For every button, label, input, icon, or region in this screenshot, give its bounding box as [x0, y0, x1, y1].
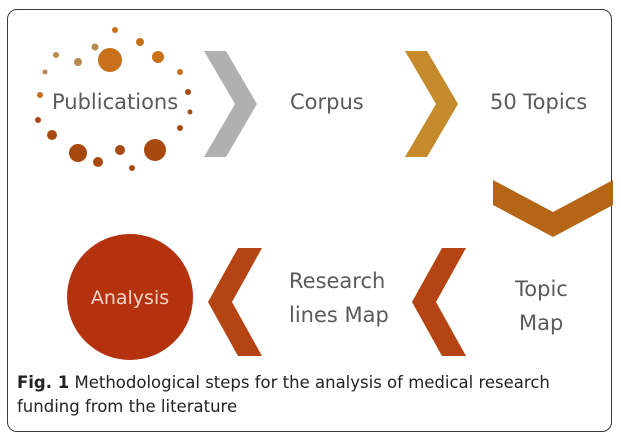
analysis-circle	[67, 234, 193, 360]
decorative-dot	[177, 69, 183, 75]
decorative-dot	[91, 43, 99, 51]
figure-frame	[7, 9, 612, 432]
arrow-research-lines-to-analysis	[208, 248, 262, 356]
decorative-dot	[69, 144, 87, 162]
figure-caption-text: Methodological steps for the analysis of…	[17, 373, 550, 416]
step-corpus: Corpus	[290, 90, 364, 114]
arrow-topic-map-to-research-lines	[412, 248, 466, 356]
decorative-dot	[136, 38, 144, 46]
arrow-topics-to-topic-map	[493, 180, 613, 237]
step-topic-map-line2: Map	[519, 311, 564, 335]
step-research-lines-map-line1: Research	[289, 269, 386, 293]
decorative-dot	[37, 92, 43, 98]
decorative-dot	[115, 145, 125, 155]
decorative-dot	[74, 58, 82, 66]
decorative-dot	[42, 69, 48, 75]
decorative-dot	[53, 52, 59, 58]
step-research-lines-map-line2: lines Map	[289, 303, 389, 327]
decorative-dot	[187, 109, 193, 115]
step-topic-map-line1: Topic	[515, 277, 568, 301]
decorative-dot	[129, 165, 135, 171]
decorative-dot	[47, 130, 57, 140]
decorative-dot	[112, 27, 118, 33]
arrow-publications-to-corpus	[204, 51, 257, 157]
figure-caption: Fig. 1 Methodological steps for the anal…	[17, 371, 602, 419]
decorative-dot	[152, 51, 164, 63]
step-50-topics: 50 Topics	[490, 90, 588, 114]
decorative-dot	[144, 139, 166, 161]
decorative-dot	[35, 117, 41, 123]
figure-label: Fig. 1	[17, 373, 70, 392]
step-publications: Publications	[52, 90, 179, 114]
arrow-corpus-to-topics	[405, 51, 458, 157]
decorative-dot	[98, 48, 122, 72]
analysis-label: Analysis	[91, 287, 169, 309]
publications-dot-cloud	[35, 27, 193, 171]
decorative-dot	[185, 89, 191, 95]
decorative-dot	[177, 125, 183, 131]
decorative-dot	[93, 157, 103, 167]
